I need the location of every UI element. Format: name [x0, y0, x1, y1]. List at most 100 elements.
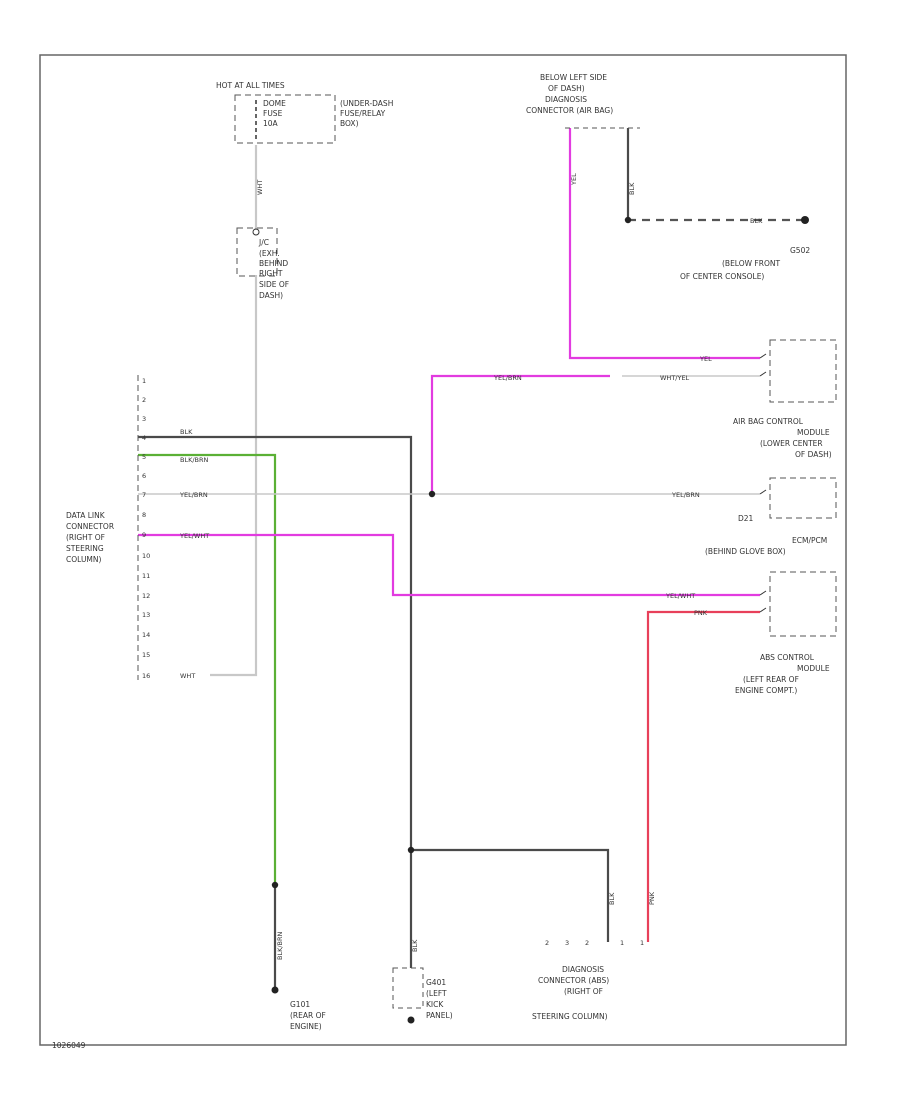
dlc-pin-15: 15	[142, 651, 150, 659]
wire-blk-dlc4	[138, 435, 413, 968]
abs-title-4: ENGINE COMPT.)	[735, 686, 797, 695]
fuse-box-location-3: BOX)	[340, 119, 359, 128]
wire-label-g502: BLK	[750, 217, 763, 225]
splice-g101-top	[271, 881, 279, 889]
g502-location-2: OF CENTER CONSOLE)	[680, 272, 764, 281]
wire-label-dlc7: YEL/BRN	[179, 491, 208, 499]
g101-name: G101	[290, 1000, 310, 1009]
dlc-title-2: CONNECTOR	[66, 522, 114, 531]
ecm-terminal-icon	[759, 489, 767, 495]
dlc-pin-6: 6	[142, 472, 146, 480]
airbag-terminal-icon	[759, 353, 767, 377]
jc-location-5: DASH)	[259, 291, 283, 300]
wire-label-absdiag-blk: BLK	[608, 892, 616, 905]
ecm-title-2: (BEHIND GLOVE BOX)	[705, 547, 786, 556]
srs-diag-title-3: DIAGNOSIS	[545, 95, 587, 104]
ecm-pcm: YEL/BRN D21 ECM/PCM (BEHIND GLOVE BOX)	[671, 477, 837, 556]
g401-location-2: KICK	[426, 1000, 444, 1009]
jc-outline	[236, 227, 278, 277]
airbag-title-4: OF DASH)	[795, 450, 832, 459]
absdiag-title-1: DIAGNOSIS	[562, 965, 604, 974]
dlc-title-4: STEERING	[66, 544, 104, 553]
g502-location-1: (BELOW FRONT	[722, 259, 780, 268]
dlc-pin-3: 3	[142, 415, 146, 423]
wire-label-ecm: YEL/BRN	[671, 491, 700, 499]
dlc-title-3: (RIGHT OF	[66, 533, 105, 542]
ecm-outline	[769, 477, 837, 519]
wire-pnk-abs	[646, 610, 760, 942]
hot-at-all-times: HOT AT ALL TIMES	[216, 81, 285, 90]
ecm-title-1: ECM/PCM	[792, 536, 827, 545]
wire-label-airbag-whtyel: WHT/YEL	[660, 374, 690, 382]
wire-blkbrn-dlc5	[138, 453, 277, 885]
abs-control-module: YEL/WHT PNK ABS CONTROL MODULE (LEFT REA…	[665, 571, 837, 695]
fuse-line2: FUSE	[263, 109, 283, 118]
ground-g101-icon	[271, 986, 279, 994]
g101-location-2: ENGINE)	[290, 1022, 322, 1031]
g101-ground: BLK/BRN G101 (REAR OF ENGINE)	[276, 931, 326, 1031]
wire-yelbrn-to-airbag	[430, 374, 610, 494]
wire-label-wht-top: WHT	[256, 180, 264, 195]
wire-label-absdiag-pnk: PNK	[648, 891, 656, 905]
figure-id: 1026049	[52, 1041, 86, 1050]
absdiag-pin-4: 1	[620, 939, 624, 947]
abs-title-2: MODULE	[797, 664, 830, 673]
data-link-connector: 1 2 3 4 5 6 7 8 9 10 11 12 13 14 15 16 B…	[66, 375, 209, 680]
dlc-pin-12: 12	[142, 592, 150, 600]
dlc-pin-16: 16	[142, 672, 150, 680]
wire-label-dlc4: BLK	[180, 428, 193, 436]
dlc-pin-1: 1	[142, 377, 146, 385]
absdiag-title-4: STEERING COLUMN)	[532, 1012, 608, 1021]
absdiag-pin-2: 3	[565, 939, 569, 947]
absdiag-title-3: (RIGHT OF	[564, 987, 603, 996]
jc-location-4: SIDE OF	[259, 280, 289, 289]
airbag-title-2: MODULE	[797, 428, 830, 437]
absdiag-pin-1: 2	[545, 939, 549, 947]
fuse-box: HOT AT ALL TIMES DOME FUSE 10A (UNDER-DA…	[216, 81, 393, 195]
ground-g502-icon	[801, 216, 809, 224]
srs-diag-title-1: BELOW LEFT SIDE	[540, 73, 607, 82]
wire-label-srs-blk: BLK	[628, 182, 636, 195]
srs-diag-title-2: OF DASH)	[548, 84, 585, 93]
airbag-control-module: YEL YEL/BRN WHT/YEL AIR BAG CONTROL MODU…	[493, 339, 837, 459]
jc-terminal-icon	[252, 228, 260, 236]
g401-location-3: PANEL)	[426, 1011, 453, 1020]
dlc-pin-9: 9	[142, 531, 146, 539]
dlc-pin-2: 2	[142, 396, 146, 404]
airbag-module-outline	[769, 339, 837, 403]
fuse-name: DOME	[263, 99, 286, 108]
fuse-rating: 10A	[263, 119, 279, 128]
wire-label-dlc16: WHT	[180, 672, 195, 680]
absdiag-pin-3: 2	[585, 939, 589, 947]
g401-outline	[392, 967, 424, 1009]
splices	[271, 216, 809, 1024]
dlc-pin-10: 10	[142, 552, 150, 560]
wires	[138, 128, 805, 990]
airbag-title-3: (LOWER CENTER	[760, 439, 823, 448]
abs-title-1: ABS CONTROL	[760, 653, 815, 662]
srs-diag-title-4: CONNECTOR (AIR BAG)	[526, 106, 613, 115]
dlc-pin-11: 11	[142, 572, 150, 580]
wire-label-abs-pnk: PNK	[694, 609, 708, 617]
srs-diagnosis-connector: BELOW LEFT SIDE OF DASH) DIAGNOSIS CONNE…	[526, 73, 640, 195]
dlc-pin-5: 5	[142, 453, 146, 461]
splice-blk-abs	[407, 846, 415, 854]
fuse-box-location-1: (UNDER-DASH	[340, 99, 393, 108]
dlc-title-1: DATA LINK	[66, 511, 106, 520]
dlc-pin-4: 4	[142, 434, 146, 442]
fuse-box-outline	[234, 94, 336, 144]
wire-label-dlc9: YEL/WHT	[179, 532, 209, 540]
g401-name: G401	[426, 978, 446, 987]
abs-terminal-icon	[759, 590, 767, 613]
absdiag-title-2: CONNECTOR (ABS)	[538, 976, 609, 985]
wire-yelwht-dlc9	[138, 533, 760, 597]
airbag-title-1: AIR BAG CONTROL	[733, 417, 804, 426]
splice-g502-junction	[624, 216, 632, 224]
wire-label-airbag-yel: YEL	[699, 355, 712, 363]
abs-diagnosis-connector: BLK PNK 2 3 2 1 1 DIAGNOSIS CONNECTOR (A…	[532, 891, 656, 1021]
g502-name: G502	[790, 246, 810, 255]
jc-connector: J/C (EXH. BEHIND RIGHT SIDE OF DASH)	[236, 227, 289, 300]
g401-ground: BLK G401 (LEFT KICK PANEL)	[392, 939, 453, 1020]
wire-label-g101: BLK/BRN	[276, 931, 284, 960]
